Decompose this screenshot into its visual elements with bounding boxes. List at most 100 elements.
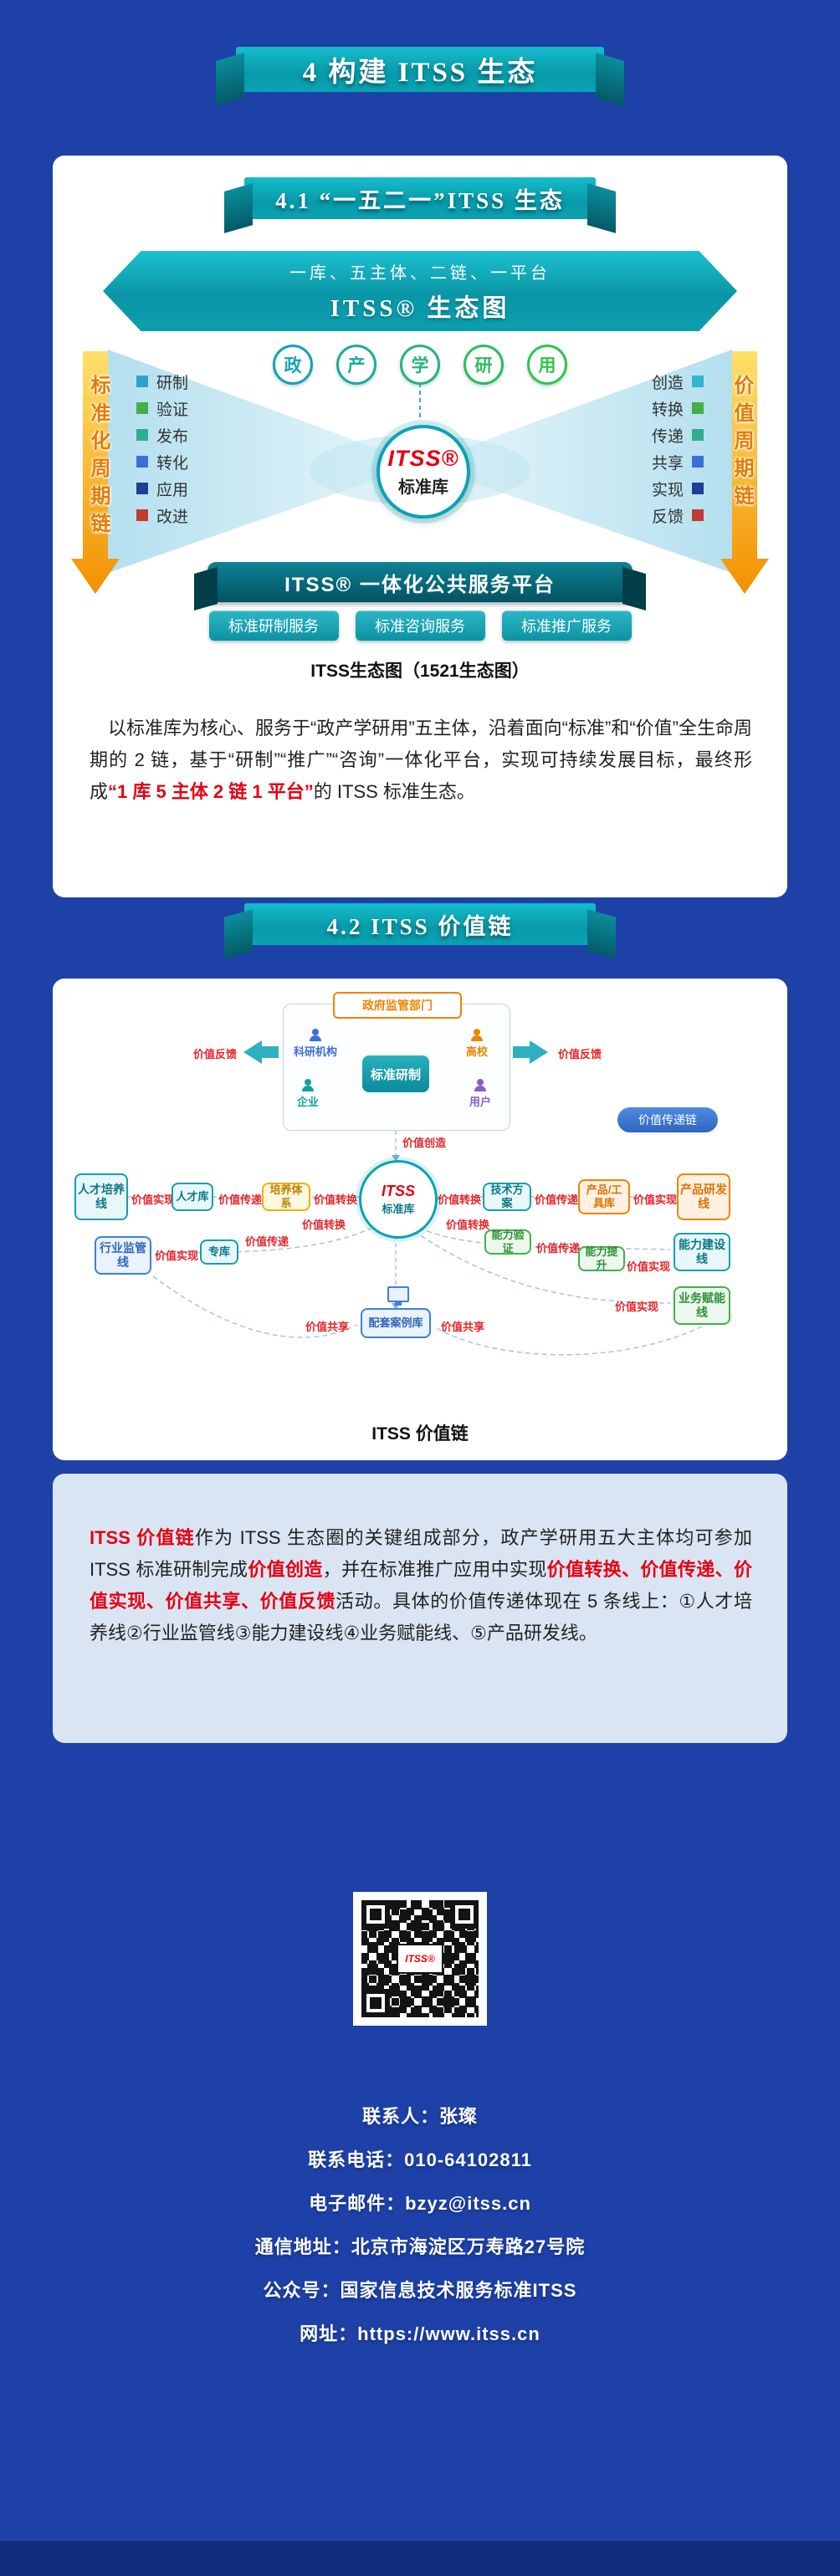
business-line-terminal: 业务赋能线	[674, 1286, 730, 1325]
value-realize-label: 价值实现	[131, 1193, 176, 1206]
value-transform-label: 价值转换	[302, 1219, 346, 1231]
paragraph-segment: 作为 ITSS 生态圈的关键组成部分，政产学研用五大主体均可参加 ITSS 标准…	[90, 1527, 753, 1580]
eco-paragraph: 以标准库为核心、服务于“政产学研用”五主体，沿着面向“标准”和“价值”全生命周期…	[90, 713, 752, 808]
subject-circle: 产	[336, 345, 376, 385]
list-item: 创造	[651, 372, 704, 392]
standard-cycle-arrow	[71, 351, 120, 594]
service-button-promote: 标准推广服务	[501, 611, 632, 641]
value-chain-paragraph: ITSS 价值链作为 ITSS 生态圈的关键组成部分，政产学研用五大主体均可参加…	[90, 1522, 752, 1649]
value-feedback-label: 价值反馈	[558, 1048, 602, 1061]
product-line-terminal: 产品研发线	[677, 1173, 730, 1220]
list-item: 研制	[136, 372, 189, 392]
list-item: 改进	[136, 506, 189, 526]
talent-library-node: 人才库	[172, 1183, 213, 1211]
person-icon	[308, 1029, 323, 1041]
list-item-label: 研制	[156, 374, 189, 392]
feedback-arrow-right	[513, 1040, 548, 1064]
contact-website-line: 网址：https://www.itss.cn	[300, 2323, 540, 2344]
bullet-square-icon	[136, 456, 148, 468]
main-section-banner: 4 构建 ITSS 生态	[236, 47, 604, 92]
core-label: 标准库	[382, 1203, 415, 1215]
person-icon	[473, 1079, 488, 1091]
case-library-node: 配套案例库	[361, 1308, 431, 1338]
value-feedback-label: 价值反馈	[193, 1048, 238, 1061]
qr-finder-icon	[361, 1900, 390, 1929]
bowtie-left-shape	[108, 350, 420, 573]
standard-cycle-chain-label: 标准化周期链	[87, 375, 110, 540]
value-share-label: 价值共享	[305, 1321, 350, 1333]
dashed-connector	[413, 1230, 671, 1304]
paragraph-highlight: “1 库 5 主体 2 链 1 平台”	[108, 781, 314, 802]
contact-address-line: 通信地址：北京市海淀区万寿路27号院	[254, 2236, 586, 2257]
feedback-arrow-left	[243, 1040, 279, 1064]
core-logo-text: ITSS®	[387, 446, 459, 471]
qr-center-logo: ITSS®	[397, 1944, 443, 1974]
arrowhead	[392, 1155, 400, 1162]
talent-line-terminal: 人才培养线	[74, 1173, 128, 1220]
list-item: 转换	[652, 399, 704, 419]
value-cycle-arrow	[720, 351, 769, 594]
footer-band	[0, 2541, 840, 2576]
value-share-label: 价值共享	[441, 1321, 485, 1333]
list-item-label: 转化	[156, 454, 189, 473]
bowtie-right-shape	[420, 350, 732, 573]
core-label: 标准库	[398, 478, 448, 497]
subject-circle: 政	[273, 345, 313, 385]
list-item-label: 创造	[651, 374, 684, 392]
qr-code: ITSS®	[353, 1892, 487, 2026]
five-subjects-row: 政 产 学 研 用	[69, 345, 771, 385]
user-subject-label: 用户	[469, 1096, 492, 1108]
enterprise-subject-label: 企业	[297, 1096, 320, 1108]
value-realize-label: 价值实现	[627, 1260, 671, 1273]
main-section-banner-label: 4 构建 ITSS 生态	[302, 58, 538, 88]
eco-header-title: ITSS® 生态图	[330, 294, 510, 322]
subsection-banner-41: 4.1 “一五二一”ITSS 生态	[244, 177, 596, 219]
paragraph-segment: 活动。具体的价值传递体现在 5 条线上：①人才培养线②行业监管线③能力建设线④业…	[90, 1591, 752, 1643]
value-realize-label: 价值实现	[155, 1250, 199, 1262]
service-buttons-row: 标准研制服务 标准咨询服务 标准推广服务	[69, 611, 771, 641]
qr-finder-icon	[361, 1989, 390, 2017]
paragraph-segment: ，并在标准推广应用中实现	[322, 1559, 547, 1580]
bullet-square-icon	[136, 402, 148, 414]
bullet-square-icon	[692, 483, 704, 494]
standard-cycle-list: 研制 验证 发布 转化 应用 改进	[136, 372, 189, 526]
eco-header-subtitle: 一库、五主体、二链、一平台	[289, 263, 551, 283]
value-transform-label: 价值转换	[314, 1193, 358, 1206]
qr-finder-icon	[450, 1900, 479, 1929]
value-chain-caption: ITSS 价值链	[371, 1424, 469, 1444]
dashed-connector	[152, 1275, 358, 1338]
list-item: 传递	[652, 426, 704, 446]
paragraph-segment: 的 ITSS 标准生态。	[313, 781, 475, 802]
contact-block: 联系人：张璨 联系电话：010-64102811 电子邮件：bzyz@itss.…	[0, 2095, 840, 2356]
list-item-label: 应用	[156, 481, 189, 499]
paragraph-highlight: 价值创造	[248, 1559, 323, 1580]
list-item: 应用	[136, 479, 189, 499]
list-item-label: 实现	[651, 481, 684, 499]
list-item-label: 改进	[156, 508, 189, 526]
university-subject: 高校	[466, 1029, 488, 1059]
contact-wechat-line: 公众号：国家信息技术服务标准ITSS	[263, 2280, 577, 2301]
university-subject-label: 高校	[466, 1045, 489, 1058]
value-realize-label: 价值实现	[633, 1193, 678, 1206]
bullet-square-icon	[136, 483, 148, 494]
core-logo-text: ITSS	[381, 1183, 415, 1199]
value-cycle-list: 创造 转换 传递 共享 实现 反馈	[651, 372, 704, 526]
bullet-square-icon	[136, 429, 148, 441]
gov-regulator-box: 政府监管部门	[333, 992, 462, 1019]
list-item-label: 验证	[156, 401, 189, 419]
contact-email-line: 电子邮件：bzyz@itss.cn	[309, 2193, 531, 2214]
paragraph-highlight: ITSS 价值链	[90, 1527, 195, 1548]
contact-person-line: 联系人：张璨	[361, 2106, 478, 2127]
service-button-consult: 标准咨询服务	[355, 611, 485, 641]
subsection-banner-41-label: 4.1 “一五二一”ITSS 生态	[275, 187, 565, 213]
list-item-label: 反馈	[651, 508, 684, 526]
user-subject: 用户	[469, 1079, 491, 1109]
capability-improve-node: 能力提升	[578, 1245, 625, 1271]
training-system-node: 培养体系	[262, 1183, 310, 1211]
bullet-square-icon	[136, 376, 148, 387]
bullet-square-icon	[692, 456, 704, 468]
research-subject: 科研机构	[294, 1029, 337, 1059]
eco-diagram: 一库、五主体、二链、一平台 ITSS® 生态图 标准化周期链 价值周期链 研制 …	[69, 251, 771, 652]
subject-circle: 学	[400, 345, 440, 385]
